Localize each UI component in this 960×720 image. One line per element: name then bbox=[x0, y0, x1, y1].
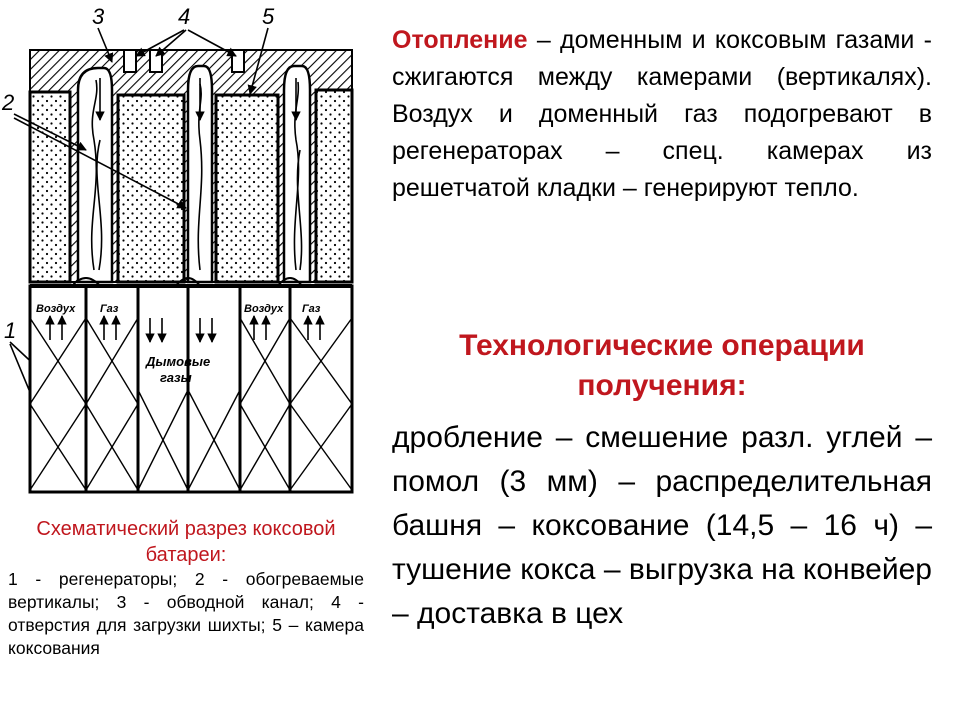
callout-1: 1 bbox=[4, 318, 16, 343]
callout-5: 5 bbox=[262, 4, 275, 29]
label-air-left: Воздух bbox=[36, 303, 76, 315]
label-flue-gases-line2: газы bbox=[160, 370, 192, 385]
callout-4: 4 bbox=[178, 4, 190, 29]
caption-legend: 1 - регенераторы; 2 - обогреваемые верти… bbox=[8, 569, 364, 658]
heating-paragraph: Отопление – доменным и коксовым газами -… bbox=[392, 22, 932, 207]
caption-title: Схематический разрез коксовой батареи: bbox=[36, 518, 336, 566]
flames bbox=[90, 79, 303, 271]
callout-2: 2 bbox=[1, 90, 14, 115]
regenerator-flow-arrows bbox=[45, 315, 325, 343]
heating-label: Отопление bbox=[392, 26, 528, 54]
coke-battery-section-diagram: 3 4 5 2 1 bbox=[1, 4, 354, 494]
label-gas-left: Газ bbox=[100, 303, 119, 315]
top-flow-arrows bbox=[95, 78, 301, 121]
label-air-right: Воздух bbox=[244, 303, 284, 315]
callout-3: 3 bbox=[92, 4, 105, 29]
heating-text: – доменным и коксовым газами - сжигаются… bbox=[392, 26, 932, 202]
diagram-caption: Схематический разрез коксовой батареи: 1… bbox=[8, 516, 364, 660]
label-gas-right: Газ bbox=[302, 303, 321, 315]
regenerator-block bbox=[28, 284, 354, 494]
checker-brick-crosses bbox=[29, 317, 353, 491]
coking-chamber-left bbox=[28, 90, 72, 284]
coking-chamber-right bbox=[214, 93, 280, 284]
operations-text: дробление – смешение разл. углей – помол… bbox=[392, 421, 932, 630]
coking-chamber-far-right bbox=[314, 88, 354, 284]
operations-title: Технологические операции получения: bbox=[459, 329, 865, 402]
label-flue-gases-line1: Дымовые bbox=[145, 354, 210, 369]
regenerator-walls bbox=[84, 286, 292, 492]
coking-chamber-middle bbox=[116, 93, 186, 284]
regenerator-ports bbox=[71, 277, 303, 287]
